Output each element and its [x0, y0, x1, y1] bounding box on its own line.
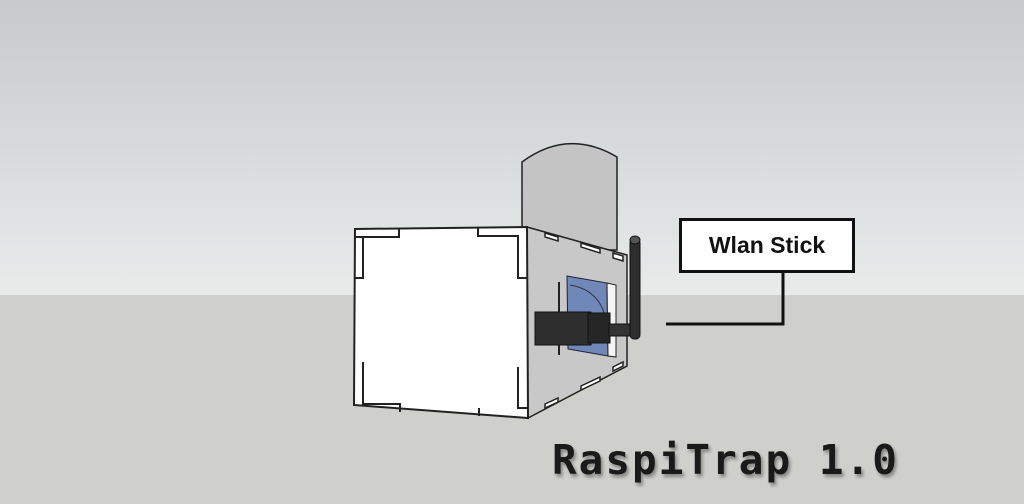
camera-body — [534, 311, 592, 346]
callout-leader-line — [666, 270, 785, 326]
antenna — [629, 238, 641, 340]
back-panel — [521, 142, 618, 251]
front-panel — [352, 225, 530, 420]
camera-lens — [587, 312, 611, 344]
title-raspitrap: RaspiTrap 1.0 — [552, 436, 899, 484]
front-tabs — [355, 228, 527, 416]
usb-connector — [608, 323, 632, 337]
wlan-stick-callout: Wlan Stick — [679, 218, 855, 273]
side-tabs — [544, 231, 624, 410]
